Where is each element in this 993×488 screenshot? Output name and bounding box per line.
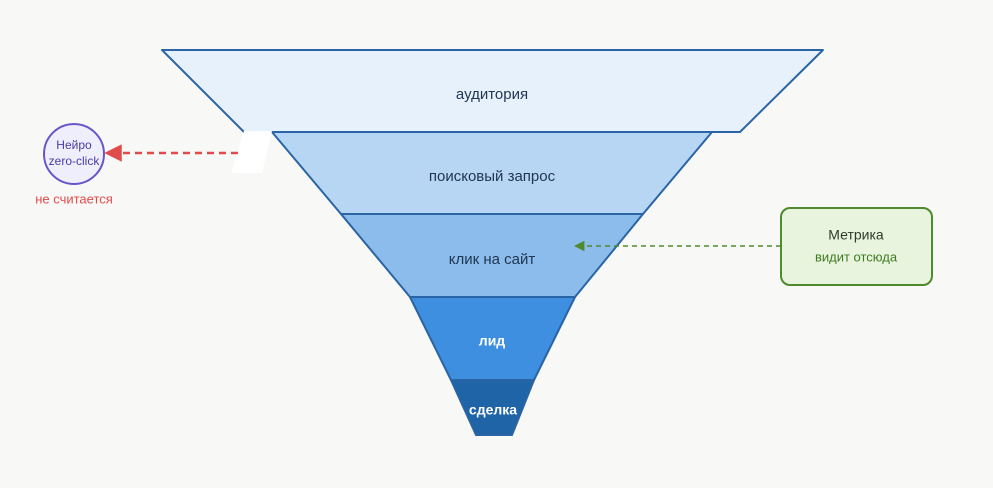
funnel-stage-deal-shape <box>450 379 535 436</box>
funnel: аудитория поисковый запрос клик на сайт … <box>161 49 824 436</box>
funnel-stage-site-click-label: клик на сайт <box>449 251 536 268</box>
zero-click-title: Нейро <box>56 138 92 152</box>
metrika-box <box>780 207 933 286</box>
zero-click-node <box>43 123 105 185</box>
funnel-stage-deal-label: сделка <box>469 402 517 418</box>
zero-click-group: Нейро zero-click не считается <box>35 123 238 206</box>
funnel-stage-search-query-label: поисковый запрос <box>429 168 556 185</box>
metrika-subtitle: видит отсюда <box>815 249 898 264</box>
funnel-stage-audience-label: аудитория <box>456 86 528 103</box>
zero-click-note: не считается <box>35 191 113 206</box>
zero-click-gap <box>231 131 272 173</box>
metrika-group: Метрика видит отсюда <box>573 207 933 286</box>
funnel-stage-audience-shape <box>161 49 824 133</box>
funnel-stage-lead-label: лид <box>479 333 506 349</box>
zero-click-subtitle: zero-click <box>49 154 101 168</box>
metrika-title: Метрика <box>828 227 884 243</box>
